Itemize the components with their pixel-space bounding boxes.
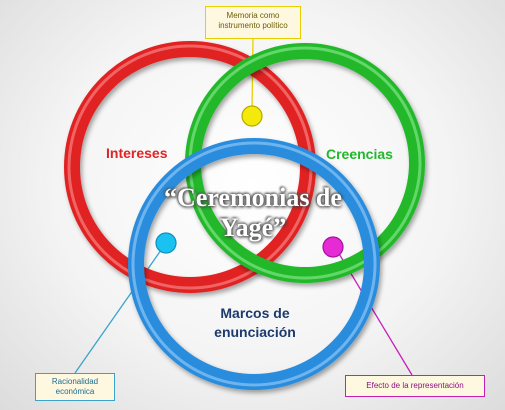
marcos-ring bbox=[128, 138, 380, 390]
efecto-dot bbox=[322, 236, 344, 258]
efecto-callout: Efecto de la representación bbox=[345, 375, 485, 397]
creencias-label: Creencias bbox=[326, 146, 393, 162]
marcos-label: Marcos de enunciación bbox=[214, 305, 296, 340]
racionalidad-callout: Racionalidad económica bbox=[35, 373, 115, 401]
memoria-dot bbox=[241, 105, 263, 127]
connector-racionalidad bbox=[74, 242, 167, 374]
racionalidad-dot bbox=[155, 232, 177, 254]
memoria-callout: Memoria como instrumento político bbox=[205, 6, 301, 39]
center-title: “Ceremonias de Yagé” bbox=[164, 183, 342, 242]
intereses-label: Intereses bbox=[106, 145, 168, 161]
